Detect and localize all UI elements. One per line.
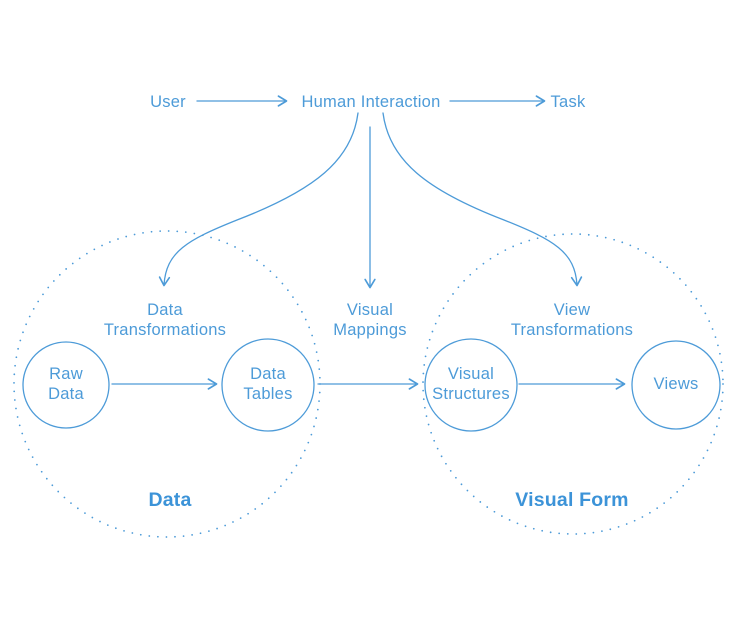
label-task: Task xyxy=(550,93,586,111)
arrow-human-interaction-to-view-transformations xyxy=(382,112,583,287)
node-label-data-tables: Data Tables xyxy=(243,364,292,404)
raw-data-node-circle xyxy=(22,341,110,429)
label-data-transformations: Data Transformations xyxy=(104,300,226,340)
region-label-data: Data xyxy=(148,489,192,511)
label-user: User xyxy=(150,93,186,111)
views-node-circle xyxy=(631,340,721,430)
label-line: Transformations xyxy=(510,321,634,339)
label-visual-mappings: Visual Mappings xyxy=(333,300,407,340)
label-view-transformations: View Transformations xyxy=(511,300,633,340)
label-line: Transformations xyxy=(103,321,227,339)
label-line: Tables xyxy=(243,385,293,403)
label-line: Data xyxy=(48,385,84,403)
arrow-human-interaction-to-data-transformations xyxy=(158,112,359,287)
visual-form-region-dotted-circle xyxy=(422,233,724,535)
node-label-raw-data: Raw Data xyxy=(48,364,84,404)
label-line: Raw xyxy=(49,365,83,383)
label-line: Views xyxy=(653,375,699,393)
label-line: Visual xyxy=(447,365,495,383)
node-label-visual-structures: Visual Structures xyxy=(432,364,510,404)
data-tables-node-circle xyxy=(221,338,315,432)
label-line: Structures xyxy=(432,385,510,403)
label-line: Mappings xyxy=(333,321,407,339)
visual-structures-node-circle xyxy=(424,338,518,432)
label-line: View xyxy=(553,301,591,319)
region-label-visual-form: Visual Form xyxy=(515,489,629,511)
label-human-interaction: Human Interaction xyxy=(301,93,441,111)
node-label-views: Views xyxy=(654,374,699,394)
label-line: Data xyxy=(250,365,286,383)
label-line: Data xyxy=(147,301,183,319)
label-line: Visual xyxy=(346,301,394,319)
